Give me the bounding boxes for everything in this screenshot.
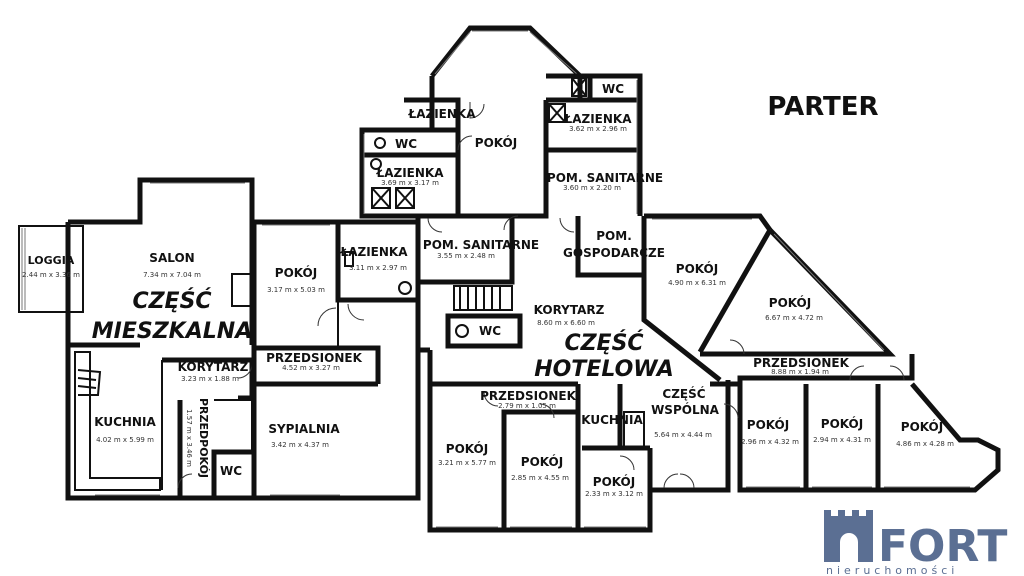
zone-hotel-line2: HOTELOWA	[534, 357, 674, 382]
room-label-wc-mid: WC	[479, 324, 501, 338]
room-label-pokoj-a: POKÓJ	[446, 441, 488, 456]
room-dims-pokoj-r4: 2.94 m x 4.31 m	[813, 436, 871, 444]
room-dims-sypialnia: 3.42 m x 4.37 m	[271, 441, 329, 449]
room-dims-lazienka-left: 3.11 m x 2.97 m	[349, 264, 407, 272]
middle-left-walls	[251, 219, 421, 501]
zone-residential-line2: MIESZKALNA	[92, 319, 252, 344]
room-label-wc-left: WC	[220, 464, 242, 478]
room-label-pokoj-r3: POKÓJ	[747, 417, 789, 432]
room-label-przedsionek-left: PRZEDSIONEK	[266, 351, 362, 365]
room-labels: LOGGIA 2.44 m x 3.36 m SALON 7.34 m x 7.…	[22, 82, 954, 498]
hotel-walls	[415, 216, 731, 533]
room-label-kuchnia-left: KUCHNIA	[94, 415, 156, 429]
room-label-wc-top-right: WC	[602, 82, 624, 96]
room-label-pokoj-top: POKÓJ	[475, 135, 517, 150]
room-label-pom-sanitarne-mid: POM. SANITARNE	[423, 238, 539, 252]
logo-name: FORT	[878, 521, 1007, 572]
room-label-kuchnia-mid: KUCHNIA	[581, 413, 643, 427]
floor-title: PARTER	[767, 92, 878, 122]
room-dims-przedsionek-right: 8.88 m x 1.94 m	[771, 368, 829, 376]
room-label-pokoj-r2: POKÓJ	[769, 295, 811, 310]
room-dims-loggia: 2.44 m x 3.36 m	[22, 271, 80, 279]
room-dims-pokoj-b: 2.85 m x 4.55 m	[511, 474, 569, 482]
room-label-pokoj-r1: POKÓJ	[676, 261, 718, 276]
room-dims-kuchnia-left: 4.02 m x 5.99 m	[96, 436, 154, 444]
room-label-sypialnia: SYPIALNIA	[268, 422, 340, 436]
room-dims-pokoj-c: 2.33 m x 3.12 m	[585, 490, 643, 498]
room-label-pokoj-b: POKÓJ	[521, 454, 563, 469]
room-label-lazienka-right: ŁAZIENKA	[564, 112, 633, 126]
upper-middle-walls	[359, 25, 647, 285]
zone-residential-line1: CZĘŚĆ	[132, 288, 211, 314]
room-label-pokoj-r4: POKÓJ	[821, 416, 863, 431]
room-dims-przedpokoj: 1.57 m x 3.46 m	[185, 409, 193, 467]
room-label-czesc-wspolna-1: CZĘŚĆ	[662, 386, 705, 401]
logo-tagline: nieruchomości	[826, 564, 958, 576]
room-label-lazienka-left: ŁAZIENKA	[340, 245, 409, 259]
room-label-przedsionek-right: PRZEDSIONEK	[753, 356, 849, 370]
room-dims-pokoj-r5: 4.86 m x 4.28 m	[896, 440, 954, 448]
room-dims-lazienka-right: 3.62 m x 2.96 m	[569, 125, 627, 133]
shower-icon	[371, 187, 391, 209]
room-dims-pokoj-a: 3.21 m x 5.77 m	[438, 459, 496, 467]
room-label-korytarz-mid: KORYTARZ	[534, 303, 605, 317]
room-label-przedpokoj: PRZEDPOKÓJ	[197, 398, 210, 478]
brand-logo: FORT nieruchomości	[824, 510, 1007, 576]
room-dims-korytarz-left: 3.23 m x 1.88 m	[181, 375, 239, 383]
castle-tower-icon	[824, 510, 873, 562]
room-label-czesc-wspolna-2: WSPÓLNA	[651, 402, 720, 417]
room-dims-pom-sanitarne-mid: 3.55 m x 2.48 m	[437, 252, 495, 260]
toilet-icon	[398, 281, 412, 295]
zone-hotel-line1: CZĘŚĆ	[564, 330, 643, 356]
room-label-pom-gospodarcze-2: GOSPODARCZE	[563, 246, 665, 260]
room-dims-przedsionek-mid: 2.79 m x 1.05 m	[498, 402, 556, 410]
right-wing-walls	[644, 213, 1001, 493]
room-label-pokoj-r5: POKÓJ	[901, 419, 943, 434]
room-label-pom-sanitarne-right: POM. SANITARNE	[547, 171, 663, 185]
room-dims-pokoj-r3: 2.96 m x 4.32 m	[741, 438, 799, 446]
room-dims-pokoj-r1: 4.90 m x 6.31 m	[668, 279, 726, 287]
room-label-salon: SALON	[149, 251, 194, 265]
room-dims-lazienka-mid: 3.69 m x 3.17 m	[381, 179, 439, 187]
room-label-loggia: LOGGIA	[28, 254, 75, 267]
room-label-przedsionek-mid: PRZEDSIONEK	[480, 389, 576, 403]
room-dims-pokoj-r2: 6.67 m x 4.72 m	[765, 314, 823, 322]
room-dims-pokoj-left: 3.17 m x 5.03 m	[267, 286, 325, 294]
room-dims-pom-sanitarne-right: 3.60 m x 2.20 m	[563, 184, 621, 192]
room-label-pokoj-left: POKÓJ	[275, 265, 317, 280]
room-label-lazienka-top: ŁAZIENKA	[408, 107, 477, 121]
room-dims-salon: 7.34 m x 7.04 m	[143, 271, 201, 279]
room-dims-przedsionek-left: 4.52 m x 3.27 m	[282, 364, 340, 372]
room-dims-korytarz-mid: 8.60 m x 6.60 m	[537, 319, 595, 327]
loggia-outline	[18, 225, 84, 313]
room-dims-czesc-wspolna: 5.64 m x 4.44 m	[654, 431, 712, 439]
room-label-wc-upper-mid: WC	[395, 137, 417, 151]
stairs-icon	[77, 369, 102, 396]
fireplace-icon	[231, 273, 253, 307]
room-label-lazienka-mid: ŁAZIENKA	[376, 166, 445, 180]
room-label-pokoj-c: POKÓJ	[593, 474, 635, 489]
room-label-korytarz-left: KORYTARZ	[178, 360, 249, 374]
room-label-pom-gospodarcze-1: POM.	[596, 229, 632, 243]
